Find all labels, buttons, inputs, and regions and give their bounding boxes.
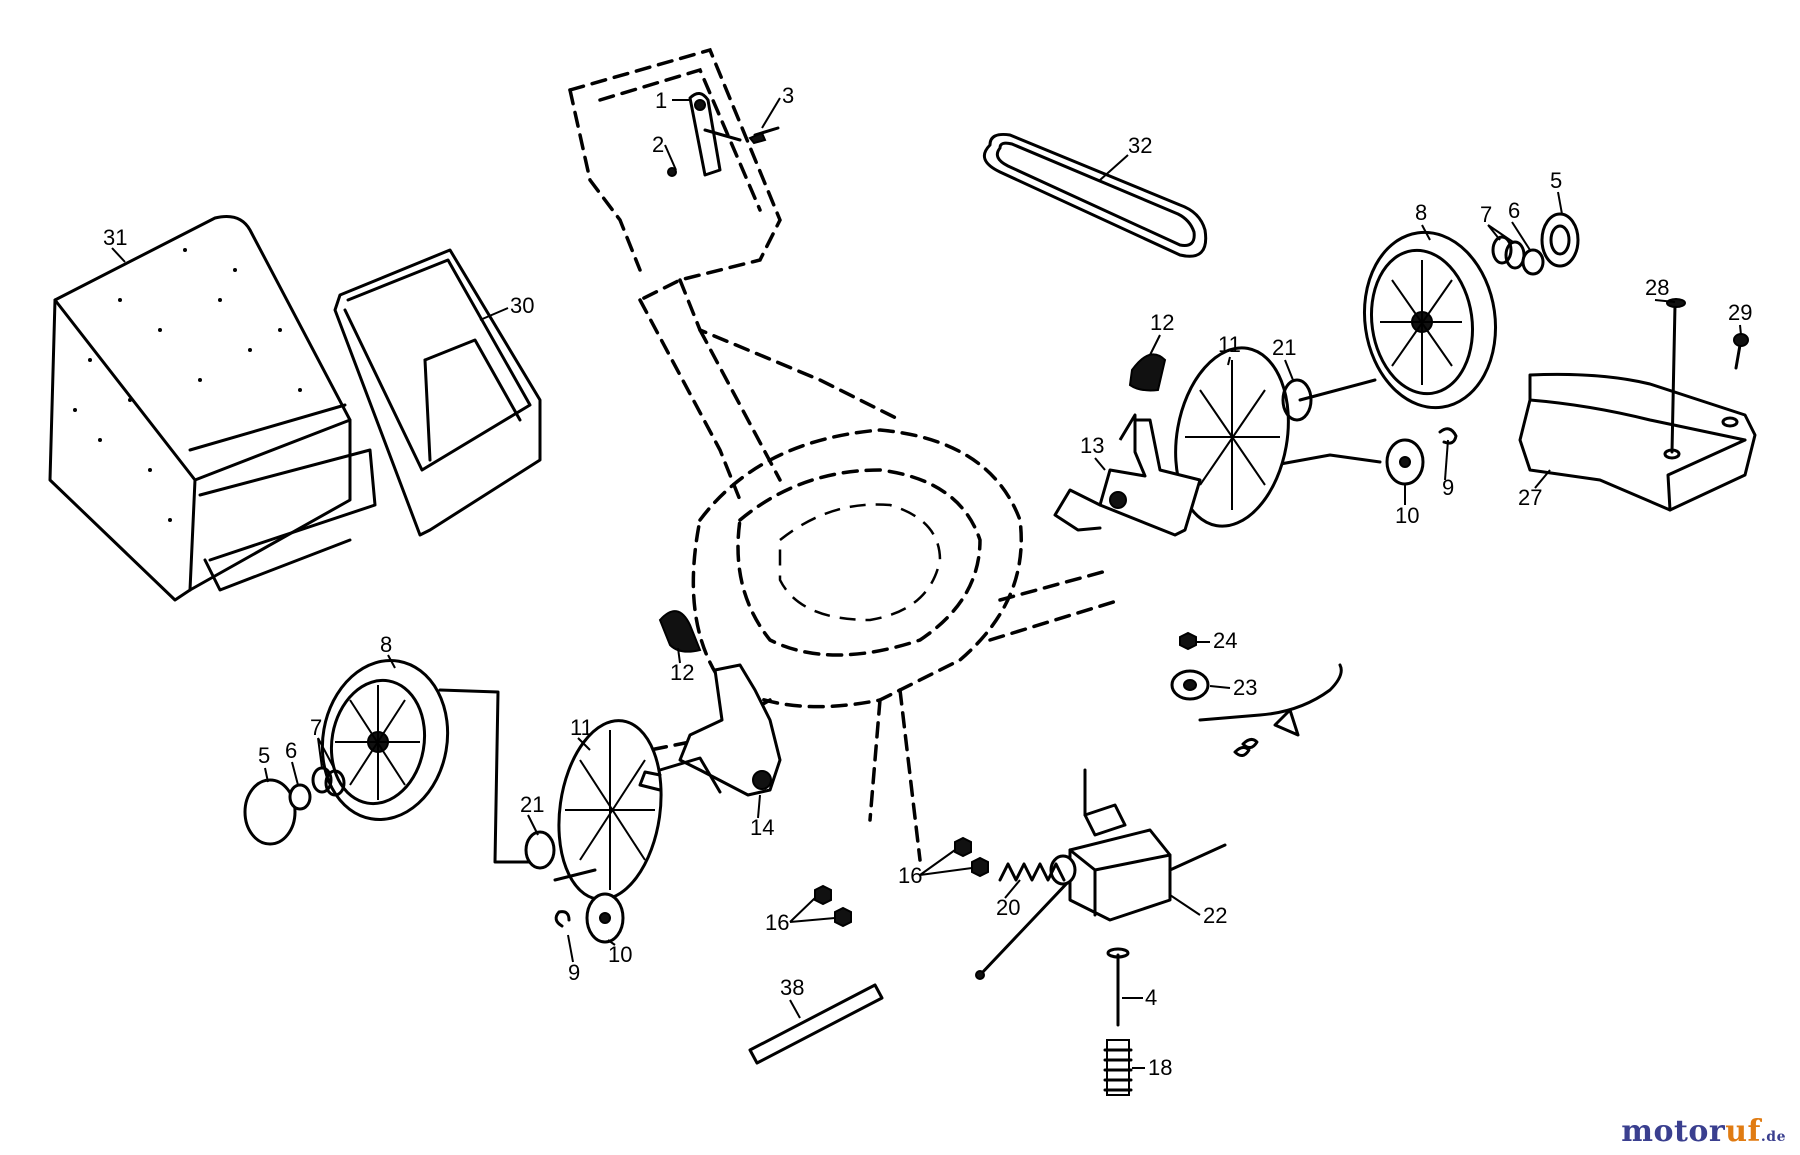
- left-height-adjuster: [638, 610, 782, 797]
- right-height-adjuster: [1053, 353, 1202, 537]
- label-9a: 9: [1442, 475, 1454, 500]
- label-12a: 12: [1150, 310, 1174, 335]
- right-rear-wheel: [1362, 230, 1498, 410]
- left-rear-wheel: [320, 658, 542, 864]
- drive-belt: [982, 133, 1208, 258]
- right-gear: [1273, 427, 1458, 486]
- label-21b: 21: [520, 792, 544, 817]
- label-7b: 7: [310, 715, 322, 740]
- bail-lever: [667, 92, 780, 177]
- label-1: 1: [655, 88, 667, 113]
- pulley: [1170, 631, 1343, 757]
- watermark-logo: motoruf.de: [1621, 1114, 1786, 1149]
- label-10a: 10: [1395, 503, 1419, 528]
- label-30: 30: [510, 293, 534, 318]
- springs-and-bolts: [814, 836, 1133, 1096]
- label-29: 29: [1728, 300, 1752, 325]
- label-13: 13: [1080, 433, 1104, 458]
- label-27: 27: [1518, 485, 1542, 510]
- label-6a: 6: [1508, 198, 1520, 223]
- label-2: 2: [652, 132, 664, 157]
- label-18: 18: [1148, 1055, 1172, 1080]
- label-7a: 7: [1480, 202, 1492, 227]
- part-labels: 1 2 3 32 31 30 8 7 6 5 12 11 21 28 29 13…: [103, 83, 1752, 1080]
- left-hubcap: [524, 719, 663, 944]
- label-10b: 10: [608, 942, 632, 967]
- label-6b: 6: [285, 738, 297, 763]
- right-washers: [1491, 212, 1580, 276]
- label-9b: 9: [568, 960, 580, 985]
- rear-deflector: [1518, 298, 1757, 512]
- label-22: 22: [1203, 903, 1227, 928]
- label-32: 32: [1128, 133, 1152, 158]
- grass-bag: [48, 215, 377, 602]
- label-21a: 21: [1272, 335, 1296, 360]
- label-23: 23: [1233, 675, 1257, 700]
- label-5b: 5: [258, 743, 270, 768]
- label-8b: 8: [380, 632, 392, 657]
- label-31: 31: [103, 225, 127, 250]
- label-5a: 5: [1550, 168, 1562, 193]
- label-38: 38: [780, 975, 804, 1000]
- catcher-frame: [333, 248, 542, 537]
- label-14: 14: [750, 815, 774, 840]
- label-16b: 16: [765, 910, 789, 935]
- label-28: 28: [1645, 275, 1669, 300]
- label-8a: 8: [1415, 200, 1427, 225]
- right-hubcap: [1174, 346, 1377, 528]
- label-4: 4: [1145, 985, 1157, 1010]
- handle-outline: [568, 47, 902, 502]
- left-washers: [243, 766, 346, 846]
- label-3: 3: [782, 83, 794, 108]
- label-24: 24: [1213, 628, 1237, 653]
- label-16a: 16: [898, 863, 922, 888]
- label-11b: 11: [570, 715, 593, 740]
- axle-rod: [748, 983, 884, 1065]
- transmission: [975, 768, 1227, 980]
- label-11a: 11: [1218, 332, 1241, 357]
- label-20: 20: [996, 895, 1020, 920]
- leader-lines: [111, 97, 1742, 1069]
- label-12b: 12: [670, 660, 694, 685]
